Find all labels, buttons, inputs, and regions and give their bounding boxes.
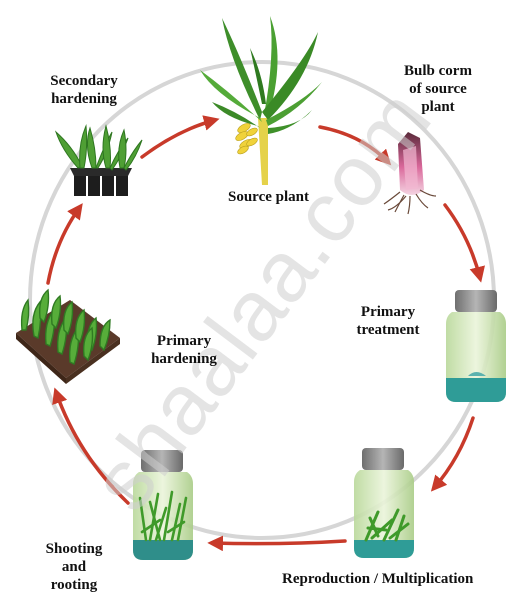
label-secondary-hardening: Secondary hardening: [36, 72, 132, 108]
arrow-source-to-corm: [318, 125, 392, 166]
arrow-hardening-to-secondary: [46, 203, 83, 285]
label-bulb-corm-line-2: of source: [409, 81, 467, 97]
label-secondary-hardening-line-2: hardening: [51, 91, 117, 107]
label-shooting-rooting: Shooting and rooting: [36, 540, 112, 594]
label-primary-hardening-line-1: Primary: [156, 333, 212, 349]
label-bulb-corm-line-1: Bulb corm: [404, 63, 472, 79]
arrow-treatment-to-reproduction: [430, 416, 475, 492]
label-bulb-corm: Bulb corm of source plant: [392, 62, 484, 116]
label-secondary-hardening-line-1: Secondary: [50, 73, 118, 89]
cycle-arrows: [46, 115, 485, 552]
arrow-shooting-to-hardening: [52, 387, 130, 505]
label-primary-treatment-line-2: treatment: [356, 322, 420, 338]
label-shooting-rooting-line-3: rooting: [50, 577, 98, 593]
label-shooting-rooting-line-2: and: [61, 559, 87, 575]
plantlets-jar-icon: [133, 450, 193, 560]
culture-jar-icon: [446, 290, 506, 402]
arrow-reproduction-to-shooting: [207, 535, 347, 552]
corm-icon: [383, 132, 437, 215]
label-source-plant: Source plant: [228, 189, 309, 205]
label-reproduction: Reproduction / Multiplication: [282, 571, 474, 587]
seedling-tray-icon: [16, 288, 120, 384]
shoots-jar-icon: [354, 448, 414, 558]
label-primary-hardening-line-2: hardening: [151, 351, 217, 367]
label-primary-hardening: Primary hardening: [138, 332, 230, 368]
label-primary-treatment-line-1: Primary: [360, 304, 416, 320]
arrow-secondary-to-source: [140, 115, 220, 159]
label-shooting-rooting-line-1: Shooting: [45, 541, 103, 557]
label-primary-treatment: Primary treatment: [345, 303, 431, 339]
arrow-corm-to-treatment: [443, 203, 485, 283]
banana-plant-icon: [200, 16, 322, 185]
label-bulb-corm-line-3: plant: [421, 99, 455, 115]
potted-plants-icon: [54, 124, 143, 196]
